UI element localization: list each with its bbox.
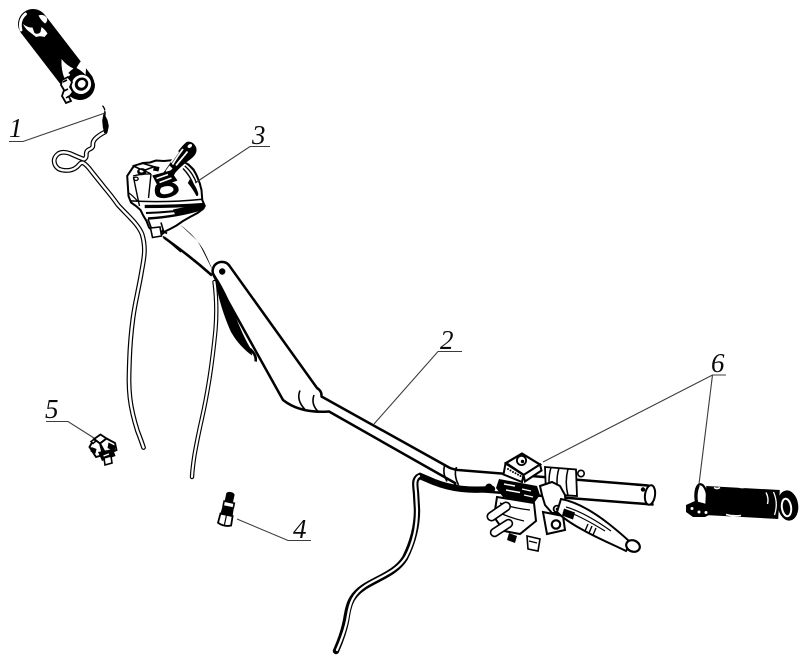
svg-text:2: 2 [440, 325, 454, 355]
svg-text:4: 4 [293, 514, 307, 544]
svg-text:1: 1 [9, 113, 23, 143]
svg-text:6: 6 [711, 348, 725, 378]
svg-text:3: 3 [251, 120, 266, 150]
svg-text:5: 5 [45, 394, 59, 424]
